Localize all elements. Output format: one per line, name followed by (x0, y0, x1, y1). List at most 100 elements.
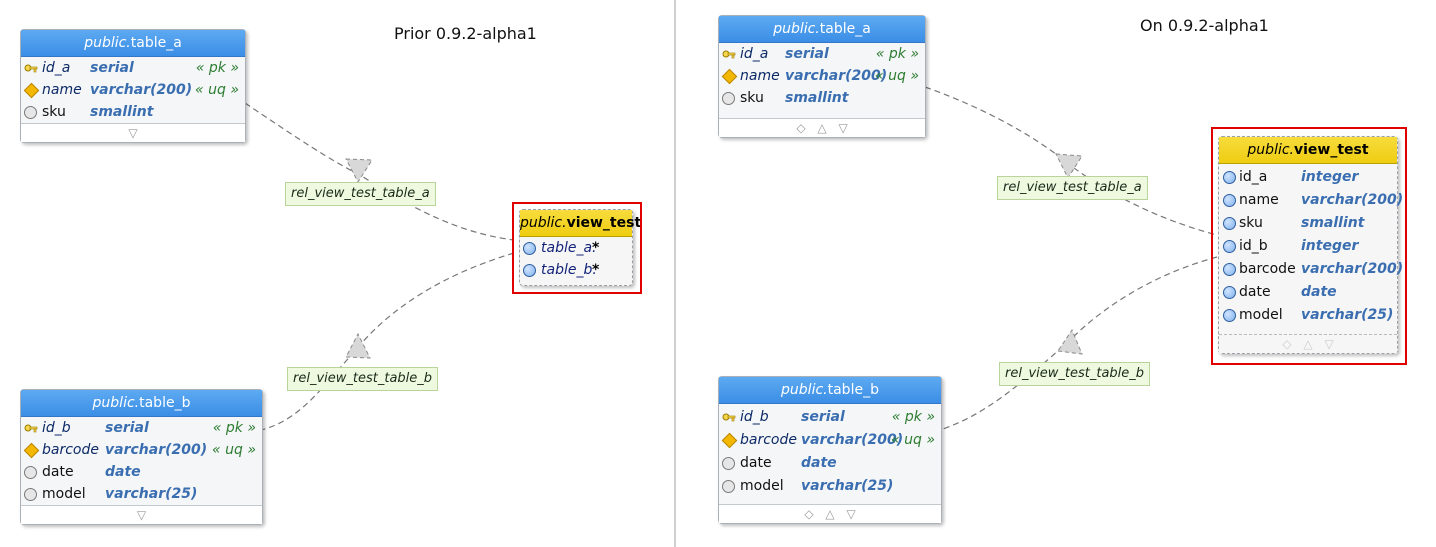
table-name: table_b (139, 395, 191, 411)
column-type: varchar(25) (801, 478, 894, 494)
column-name: id_b (740, 409, 769, 425)
column-circle-icon (722, 480, 735, 493)
left-rel-label-a[interactable]: rel_view_test_table_a (285, 182, 436, 206)
left-view-test[interactable]: public.view_test table_a. * table_b. * (519, 209, 641, 286)
expand-up-icon[interactable]: △ (1303, 337, 1313, 351)
right-view-header[interactable]: public.view_test (1219, 137, 1397, 164)
view-column-circle-icon (1223, 171, 1236, 184)
column-name: id_a (1239, 169, 1268, 185)
left-rel-a-arrow (345, 158, 373, 183)
column-type: serial (90, 60, 134, 76)
right-table-a[interactable]: public.table_a id_a serial « pk » name v… (718, 15, 926, 138)
column-name: barcode (1239, 261, 1296, 277)
view-column[interactable]: id_a integer (1219, 166, 1397, 188)
column-id-b[interactable]: id_b serial « pk » (21, 417, 262, 439)
column-id-a[interactable]: id_a serial « pk » (21, 57, 245, 79)
table-name: table_a (819, 21, 871, 37)
column-circle-icon (24, 466, 37, 479)
column-name: date (740, 455, 772, 471)
panel-divider (674, 0, 676, 547)
column-barcode[interactable]: barcode varchar(200) « uq » (21, 439, 262, 461)
right-rel-a-arrow (1055, 153, 1083, 180)
column-type: smallint (1301, 215, 1365, 231)
left-rel-label-b[interactable]: rel_view_test_table_b (287, 367, 439, 391)
column-name: sku (740, 90, 764, 106)
expand-up-icon[interactable]: △ (825, 507, 835, 521)
left-rel-b-arrow (345, 332, 371, 359)
constraint-label: « pk » (195, 60, 239, 76)
collapse-down-icon[interactable]: ▽ (1324, 337, 1334, 351)
column-barcode[interactable]: barcode varchar(200) « uq » (719, 429, 941, 451)
column-type: varchar(200) (1301, 192, 1404, 208)
collapse-toggle-icon[interactable]: ▽ (136, 508, 147, 522)
left-view-header[interactable]: public.view_test (520, 210, 641, 237)
left-table-a[interactable]: public.table_a id_a serial « pk » name v… (20, 29, 246, 143)
collapse-down-icon[interactable]: ▽ (846, 507, 856, 521)
right-rel-label-a[interactable]: rel_view_test_table_a (997, 176, 1148, 200)
column-name: sku (1239, 215, 1263, 231)
column-name: name (1239, 192, 1279, 208)
column-name: model (1239, 307, 1283, 323)
view-column[interactable]: name varchar(200) (1219, 189, 1403, 211)
column-type: varchar(200) (90, 82, 193, 98)
diamond-toggle-icon[interactable]: ◇ (1282, 337, 1292, 351)
view-column[interactable]: date date (1219, 281, 1397, 303)
view-column[interactable]: barcode varchar(200) (1219, 258, 1403, 280)
column-date[interactable]: date date (719, 452, 941, 474)
view-column-circle-icon (523, 242, 536, 255)
right-table-b[interactable]: public.table_b id_b serial « pk » barcod… (718, 376, 942, 524)
left-table-b-header[interactable]: public.table_b (21, 390, 262, 417)
right-table-a-header[interactable]: public.table_a (719, 16, 925, 43)
schema-name: public. (781, 382, 828, 398)
column-model[interactable]: model varchar(25) (21, 483, 262, 505)
view-column[interactable]: id_b integer (1219, 235, 1397, 257)
column-id-b[interactable]: id_b serial « pk » (719, 406, 941, 428)
column-type: varchar(25) (1301, 307, 1394, 323)
column-type: date (105, 464, 141, 480)
column-name: name (740, 68, 780, 84)
column-name: id_a (42, 60, 71, 76)
column-name: name (42, 82, 82, 98)
view-footer: ◇ △ ▽ (1219, 334, 1397, 353)
constraint-label: « uq » (891, 432, 935, 448)
ref-prefix: table_a. (541, 240, 597, 256)
right-view-highlight (1211, 127, 1407, 365)
view-column-circle-icon (1223, 286, 1236, 299)
right-table-b-header[interactable]: public.table_b (719, 377, 941, 404)
schema-name: public. (773, 21, 820, 37)
column-model[interactable]: model varchar(25) (719, 475, 941, 497)
view-column[interactable]: model varchar(25) (1219, 304, 1397, 326)
column-type: smallint (90, 104, 154, 120)
table-footer: ▽ (21, 505, 262, 524)
constraint-label: « uq » (212, 442, 256, 458)
column-name: id_b (1239, 238, 1268, 254)
right-view-test[interactable]: public.view_test id_a integer name varch… (1218, 136, 1403, 354)
schema-name: public. (84, 35, 131, 51)
table-name: table_b (827, 382, 879, 398)
column-name-row[interactable]: name varchar(200) « uq » (719, 65, 925, 87)
view-column-circle-icon (1223, 240, 1236, 253)
constraint-label: « pk » (875, 46, 919, 62)
view-ref-table-b[interactable]: table_b. * (520, 259, 632, 281)
expand-up-icon[interactable]: △ (817, 121, 827, 135)
column-type: varchar(200) (1301, 261, 1404, 277)
left-table-b[interactable]: public.table_b id_b serial « pk » barcod… (20, 389, 263, 525)
column-sku[interactable]: sku smallint (21, 101, 245, 123)
diamond-toggle-icon[interactable]: ◇ (796, 121, 806, 135)
left-rel-b-line (260, 252, 515, 431)
view-ref-table-a[interactable]: table_a. * (520, 237, 632, 259)
collapse-down-icon[interactable]: ▽ (838, 121, 848, 135)
primary-key-icon (24, 64, 38, 73)
column-type: integer (1301, 169, 1359, 185)
collapse-toggle-icon[interactable]: ▽ (128, 126, 138, 140)
column-sku[interactable]: sku smallint (719, 87, 925, 109)
column-name-row[interactable]: name varchar(200) « uq » (21, 79, 245, 101)
column-date[interactable]: date date (21, 461, 262, 483)
right-rel-label-b[interactable]: rel_view_test_table_b (999, 362, 1151, 386)
column-circle-icon (722, 92, 735, 105)
view-column[interactable]: sku smallint (1219, 212, 1397, 234)
diamond-toggle-icon[interactable]: ◇ (804, 507, 814, 521)
left-table-a-header[interactable]: public.table_a (21, 30, 245, 57)
column-id-a[interactable]: id_a serial « pk » (719, 43, 925, 65)
column-type: date (1301, 284, 1337, 300)
